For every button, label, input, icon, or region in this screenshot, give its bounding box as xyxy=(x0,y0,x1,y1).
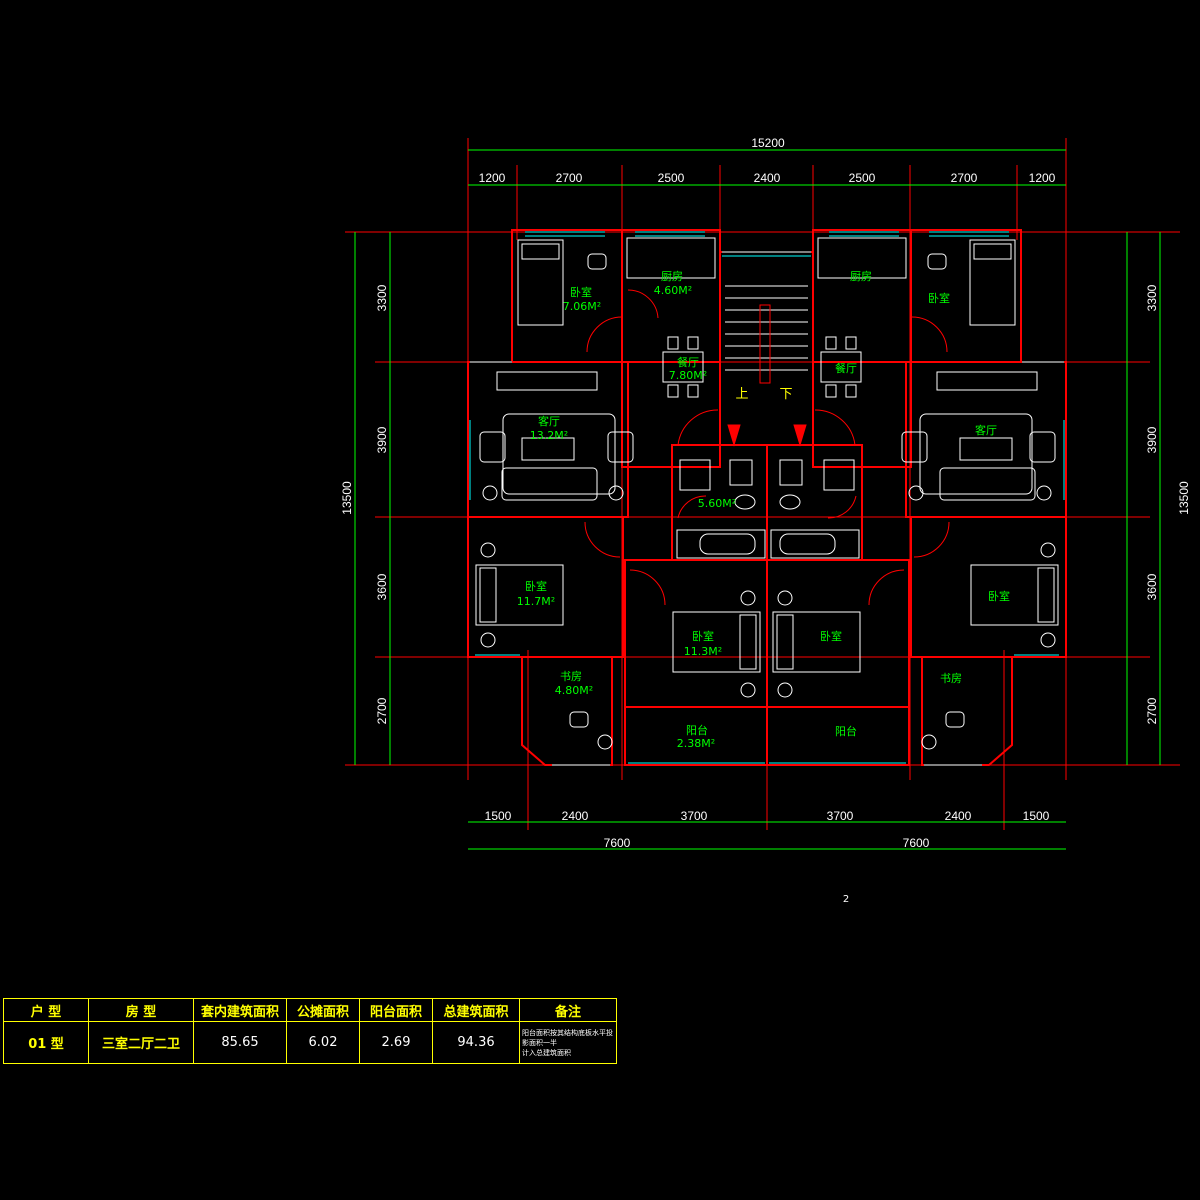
room-name-left-living: 客厅 xyxy=(538,414,560,428)
room-name-left-balcony: 阳台 xyxy=(686,723,708,737)
room-name-right-bedroom-top: 卧室 xyxy=(928,291,950,305)
room-area-left-bedroom-top: 7.06M² xyxy=(563,300,601,313)
header-interior-area: 套内建筑面积 xyxy=(193,998,287,1022)
doors xyxy=(584,289,950,606)
cell-shared-area: 6.02 xyxy=(286,1021,360,1064)
dim-right-total: 13500 xyxy=(1177,481,1191,515)
dim-left-total: 13500 xyxy=(340,481,354,515)
dim-right-1: 3300 xyxy=(1145,284,1159,311)
room-name-right-dining: 餐厅 xyxy=(835,361,857,375)
cell-note: 阳台面积按其结构底板水平投影面积一半 计入总建筑面积 xyxy=(519,1021,617,1064)
dim-top-4: 2400 xyxy=(754,171,781,185)
header-note: 备注 xyxy=(519,998,617,1022)
room-area-left-kitchen: 4.60M² xyxy=(654,284,692,297)
dimension-lines xyxy=(354,149,1161,850)
walls xyxy=(467,229,1067,766)
dim-bottom-half-right: 7600 xyxy=(903,836,930,850)
dim-bottom-4: 3700 xyxy=(827,809,854,823)
room-name-right-kitchen: 厨房 xyxy=(850,270,872,283)
furniture xyxy=(475,237,1059,750)
room-name-right-bedroom-mid: 卧室 xyxy=(988,589,1010,603)
cell-room-type: 三室二厅二卫 xyxy=(88,1021,194,1064)
cell-unit-type: 01 型 xyxy=(3,1021,89,1064)
dim-top-7: 1200 xyxy=(1029,171,1056,185)
room-name-left-bedroom-top: 卧室 xyxy=(570,285,592,299)
summary-header-row: 户 型 房 型 套内建筑面积 公摊面积 阳台面积 总建筑面积 备注 xyxy=(3,998,617,1022)
room-name-right-study: 书房 xyxy=(940,672,962,685)
dim-bottom-3: 3700 xyxy=(681,809,708,823)
dim-right-3: 3600 xyxy=(1145,573,1159,600)
dim-bottom-1: 1500 xyxy=(485,809,512,823)
dim-bottom-half-left: 7600 xyxy=(604,836,631,850)
dim-left-3: 3600 xyxy=(375,573,389,600)
room-area-left-balcony: 2.38M² xyxy=(677,737,715,750)
room-name-right-balcony: 阳台 xyxy=(835,724,857,738)
summary-data-row: 01 型 三室二厅二卫 85.65 6.02 2.69 94.36 阳台面积按其… xyxy=(3,1021,617,1064)
header-balcony-area: 阳台面积 xyxy=(359,998,433,1022)
windows xyxy=(469,231,1065,766)
room-area-left-dining: 7.80M² xyxy=(669,369,707,382)
header-room-type: 房 型 xyxy=(88,998,194,1022)
note-line-2: 计入总建筑面积 xyxy=(522,1048,571,1057)
area-summary-table: 户 型 房 型 套内建筑面积 公摊面积 阳台面积 总建筑面积 备注 01 型 三… xyxy=(3,998,617,1064)
dim-bottom-5: 2400 xyxy=(945,809,972,823)
room-name-left-dining: 餐厅 xyxy=(677,355,699,369)
room-name-left-master: 卧室 xyxy=(692,629,714,643)
room-area-left-master: 11.3M² xyxy=(684,645,722,658)
room-name-right-living: 客厅 xyxy=(975,423,997,437)
header-shared-area: 公摊面积 xyxy=(286,998,360,1022)
dim-right-2: 3900 xyxy=(1145,426,1159,453)
dim-top-2: 2700 xyxy=(556,171,583,185)
dim-top-6: 2700 xyxy=(951,171,978,185)
page-number: 2 xyxy=(843,894,849,905)
dim-top-1: 1200 xyxy=(479,171,506,185)
room-area-left-study: 4.80M² xyxy=(555,684,593,697)
note-line-1: 阳台面积按其结构底板水平投影面积一半 xyxy=(522,1028,613,1047)
room-name-right-master: 卧室 xyxy=(820,629,842,643)
room-name-left-study: 书房 xyxy=(560,670,582,683)
dim-left-1: 3300 xyxy=(375,284,389,311)
dim-bottom-6: 1500 xyxy=(1023,809,1050,823)
cell-interior-area: 85.65 xyxy=(193,1021,287,1064)
dim-left-2: 3900 xyxy=(375,426,389,453)
room-name-left-kitchen: 厨房 xyxy=(661,270,683,283)
stair-down-label: 下 xyxy=(779,387,792,402)
dim-top-total: 15200 xyxy=(751,136,785,150)
cell-balcony-area: 2.69 xyxy=(359,1021,433,1064)
room-area-left-bathroom: 5.60M² xyxy=(698,497,736,510)
dim-bottom-2: 2400 xyxy=(562,809,589,823)
stair-up-label: 上 xyxy=(735,387,748,402)
cell-total-area: 94.36 xyxy=(432,1021,520,1064)
room-area-left-living: 13.2M² xyxy=(530,429,568,442)
header-unit-type: 户 型 xyxy=(3,998,89,1022)
dim-left-4: 2700 xyxy=(375,697,389,724)
room-area-left-bedroom-mid: 11.7M² xyxy=(517,595,555,608)
room-name-left-bedroom-mid: 卧室 xyxy=(525,579,547,593)
dim-top-5: 2500 xyxy=(849,171,876,185)
dim-top-3: 2500 xyxy=(658,171,685,185)
header-total-area: 总建筑面积 xyxy=(432,998,520,1022)
dim-right-4: 2700 xyxy=(1145,697,1159,724)
